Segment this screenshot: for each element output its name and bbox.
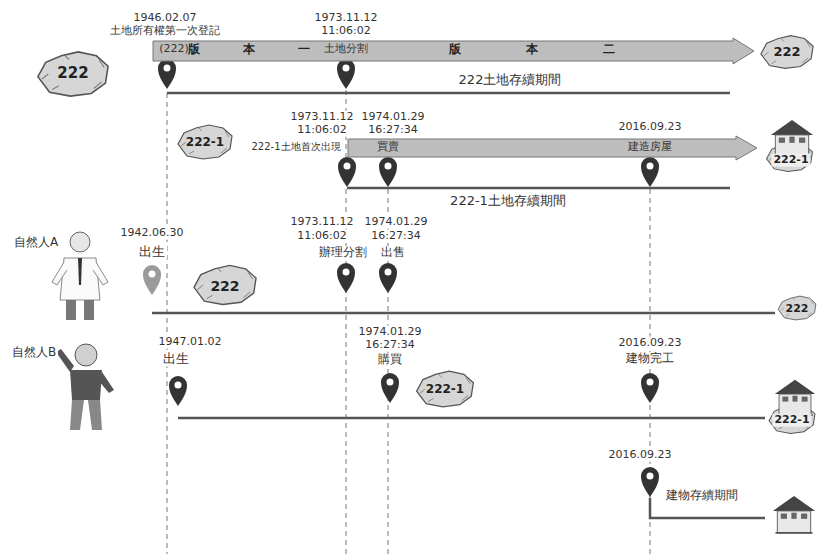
band-label: 版 本 一 [188, 43, 326, 57]
timeline-label: 建物存續期間 [664, 489, 740, 503]
timeline-label: 222-1土地首次出現 [249, 141, 342, 153]
land-parcel-number: 222-1 [186, 136, 224, 150]
timeline-label: 出生 [161, 352, 191, 367]
timeline-label: 1974.01.29 [360, 111, 427, 124]
timeline-label: 出售 [379, 246, 407, 260]
land-parcel-number: 222 [210, 278, 239, 294]
timeline-label: 222土地存續期間 [457, 73, 564, 88]
arrow-band-shape [347, 135, 758, 161]
building-parcel-number: 222-1 [772, 414, 811, 427]
land-parcel-number: 222 [786, 303, 809, 316]
time-guides [167, 90, 650, 554]
timeline-label: 1974.01.29 [357, 326, 424, 339]
timeline-label: 11:06:02 [295, 124, 348, 137]
land-parcel-number: 222-1 [426, 383, 464, 397]
version-arrow-band: 買賣 建造房屋 [347, 135, 758, 161]
band-label: (222) [159, 43, 189, 56]
band-label: 土地分割 [324, 43, 368, 56]
timeline-label: 16:27:34 [366, 124, 419, 137]
band-label: 建造房屋 [628, 141, 672, 154]
timeline-label: 1942.06.30 [119, 227, 186, 240]
timeline-label: 1974.01.29 [363, 216, 430, 229]
version-arrow-band: (222)版 本 一土地分割 版 本 二 [152, 37, 755, 65]
timeline-label: 購買 [376, 353, 404, 367]
land-parcel-number: 222 [57, 65, 88, 82]
timeline-label: 1973.11.12 [289, 111, 356, 124]
timeline-label: 16:27:34 [363, 339, 416, 352]
timeline-label: 11:06:02 [319, 25, 372, 38]
timeline-label: 辦理分割 [317, 246, 369, 260]
timeline-label: 建物完工 [624, 352, 676, 366]
timeline-label: 11:06:02 [295, 230, 348, 243]
timeline-label: 2016.09.23 [607, 449, 674, 462]
timeline-label: 出生 [137, 245, 167, 260]
person-name: 自然人B [10, 346, 58, 360]
duration-lines [152, 93, 775, 518]
land-parcel-number: 222 [773, 45, 800, 60]
timeline-label: 16:27:34 [369, 230, 422, 243]
house-icons [767, 120, 816, 533]
building-parcel-number: 222-1 [771, 154, 810, 167]
land-icons [38, 36, 816, 407]
band-label: 買賣 [377, 141, 399, 154]
timeline-label: 1973.11.12 [313, 12, 380, 25]
event-pins [143, 59, 659, 497]
person-a-figure [52, 232, 108, 320]
person-name: 自然人A [12, 236, 60, 250]
timeline-label: 1946.02.07 [132, 12, 199, 25]
timeline-label: 222-1土地存續期間 [448, 194, 568, 209]
timeline-label: 1973.11.12 [289, 216, 356, 229]
timeline-label: 2016.09.23 [617, 337, 684, 350]
person-b-figure [56, 344, 114, 430]
timeline-label: 土地所有權第一次登記 [108, 25, 222, 38]
timeline-label: 2016.09.23 [617, 121, 684, 134]
timeline-label: 1947.01.02 [157, 336, 224, 349]
band-label: 版 本 二 [449, 43, 641, 57]
